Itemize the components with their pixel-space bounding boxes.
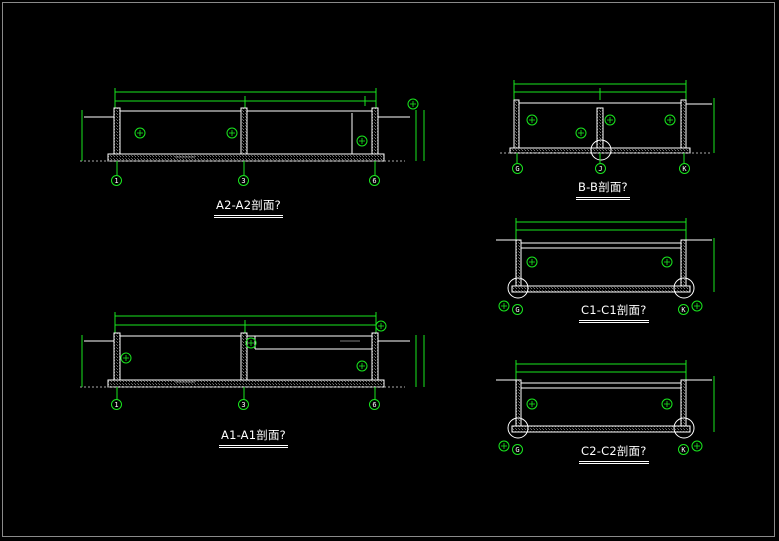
axis-marker-g: G [512,163,523,174]
axis-marker-g: G [512,444,523,455]
axis-marker-1: 1 [111,175,122,186]
section-a1-drawing [80,312,425,400]
axis-marker-k: K [678,304,689,315]
axis-marker-1: 1 [111,399,122,410]
section-title-a2: A2-A2剖面? [214,197,283,218]
axis-marker-k: K [678,444,689,455]
section-a2-drawing [80,88,425,175]
section-c2-drawing [496,360,715,452]
axis-marker-k: K [679,163,690,174]
section-title-c2-text: C2-C2剖面? [581,444,647,458]
section-title-c1: C1-C1剖面? [579,302,649,323]
section-b-drawing [500,80,715,163]
section-title-a1: A1-A1剖面? [219,427,288,448]
section-title-c2: C2-C2剖面? [579,443,649,464]
section-title-b: B-B剖面? [576,179,630,200]
section-title-c1-text: C1-C1剖面? [581,303,647,317]
axis-marker-j: J [595,163,606,174]
axis-marker-g: G [512,304,523,315]
axis-marker-6: 6 [369,175,380,186]
section-c1-drawing [496,218,715,312]
section-title-a2-text: A2-A2剖面? [216,198,281,212]
section-title-b-text: B-B剖面? [578,180,628,194]
axis-marker-6: 6 [369,399,380,410]
axis-marker-3: 3 [238,399,249,410]
axis-marker-3: 3 [238,175,249,186]
section-title-a1-text: A1-A1剖面? [221,428,286,442]
